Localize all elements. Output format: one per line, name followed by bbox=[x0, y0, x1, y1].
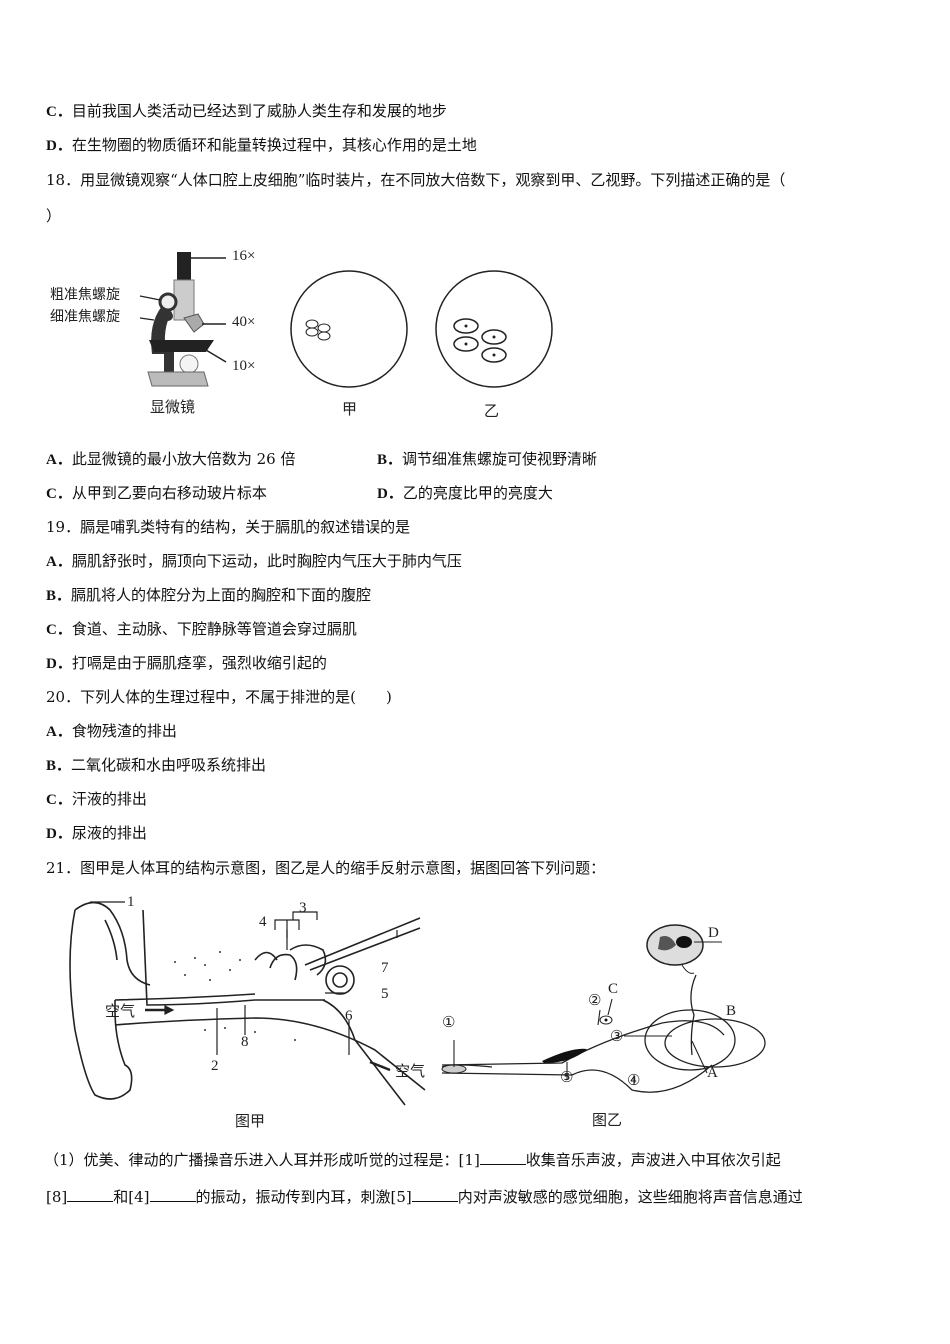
sub1-text: 收集音乐声波，声波进入中耳依次引起 bbox=[525, 1151, 781, 1169]
label-eyepiece: 16× bbox=[232, 248, 256, 264]
ear-label-8: 8 bbox=[241, 1034, 249, 1050]
q19-option-a: A．膈肌舒张时，膈顶向下运动，此时胸腔内气压大于肺内气压 bbox=[46, 551, 462, 572]
q19-option-d: D．打嗝是由于膈肌痉挛，强烈收缩引起的 bbox=[46, 653, 327, 674]
option-letter: C． bbox=[46, 486, 72, 502]
ear-label-1: 1 bbox=[127, 894, 135, 910]
option-text: 二氧化碳和水由呼吸系统排出 bbox=[71, 756, 267, 774]
q19-stem: 19．膈是哺乳类特有的结构，关于膈肌的叙述错误的是 bbox=[46, 518, 411, 536]
q17-option-c: C．目前我国人类活动已经达到了威胁人类生存和发展的地步 bbox=[46, 101, 447, 122]
option-letter: A． bbox=[46, 452, 72, 468]
option-text: 膈肌将人的体腔分为上面的胸腔和下面的腹腔 bbox=[71, 586, 372, 604]
reflex-label-4: ④ bbox=[627, 1073, 641, 1089]
q20-option-b: B．二氧化碳和水由呼吸系统排出 bbox=[46, 755, 266, 776]
sub1-text: 和[4] bbox=[113, 1188, 150, 1206]
ear-label-2: 2 bbox=[211, 1058, 219, 1074]
reflex-label-1: ① bbox=[442, 1015, 456, 1031]
q17-option-d: D．在生物圈的物质循环和能量转换过程中，其核心作用的是土地 bbox=[46, 135, 477, 156]
option-text: 食物残渣的排出 bbox=[71, 722, 177, 740]
option-text: 从甲到乙要向右移动玻片标本 bbox=[71, 484, 267, 502]
option-letter: D． bbox=[46, 656, 72, 672]
option-letter: B． bbox=[377, 452, 403, 468]
q20-option-a: A．食物残渣的排出 bbox=[46, 721, 177, 742]
q18-option-d: D．乙的亮度比甲的亮度大 bbox=[377, 483, 553, 504]
sub1-text: （1）优美、律动的广播操音乐进入人耳并形成听觉的过程是：[1] bbox=[44, 1151, 480, 1169]
option-text: 在生物圈的物质循环和能量转换过程中，其核心作用的是土地 bbox=[71, 136, 477, 154]
option-letter: B． bbox=[46, 758, 72, 774]
q18-figure: 16× 40× 10× 粗准焦螺旋 细准焦螺旋 显微镜 甲 乙 bbox=[44, 244, 559, 420]
option-text: 乙的亮度比甲的亮度大 bbox=[402, 484, 553, 502]
option-text: 调节细准焦螺旋可使视野清晰 bbox=[402, 450, 598, 468]
q20-stem: 20．下列人体的生理过程中，不属于排泄的是( ) bbox=[46, 688, 392, 706]
answer-blank-1[interactable] bbox=[479, 1150, 526, 1165]
sub1-text: 内对声波敏感的感觉细胞，这些细胞将声音信息通过 bbox=[457, 1188, 803, 1206]
ear-label-6: 6 bbox=[345, 1008, 353, 1024]
q18-stem-close: ） bbox=[46, 207, 62, 225]
caption-view-b: 乙 bbox=[484, 404, 500, 420]
reflex-label-B: B bbox=[726, 1003, 737, 1019]
q18-option-a: A．此显微镜的最小放大倍数为 26 倍 bbox=[46, 449, 295, 470]
ear-label-air-left: 空气 bbox=[105, 1004, 136, 1020]
answer-blank-5[interactable] bbox=[411, 1187, 458, 1202]
ear-diagram bbox=[69, 901, 426, 1106]
option-letter: B． bbox=[46, 588, 72, 604]
option-text: 膈肌舒张时，膈顶向下运动，此时胸腔内气压大于肺内气压 bbox=[71, 552, 462, 570]
option-text: 汗液的排出 bbox=[71, 790, 147, 808]
q19-option-c: C．食道、主动脉、下腔静脉等管道会穿过膈肌 bbox=[46, 619, 357, 640]
q21-stem: 21．图甲是人体耳的结构示意图，图乙是人的缩手反射示意图，据图回答下列问题： bbox=[46, 859, 606, 877]
caption-figure-a: 图甲 bbox=[235, 1114, 266, 1130]
answer-blank-4[interactable] bbox=[149, 1187, 196, 1202]
option-letter: C． bbox=[46, 622, 72, 638]
reflex-label-3: ③ bbox=[610, 1029, 624, 1045]
option-letter: A． bbox=[46, 724, 72, 740]
option-text: 此显微镜的最小放大倍数为 26 倍 bbox=[71, 450, 296, 468]
q19-option-b: B．膈肌将人的体腔分为上面的胸腔和下面的腹腔 bbox=[46, 585, 371, 606]
option-letter: D． bbox=[46, 826, 72, 842]
view-field-b bbox=[435, 270, 553, 388]
reflex-label-C: C bbox=[608, 981, 619, 997]
q20-option-d: D．尿液的排出 bbox=[46, 823, 147, 844]
q18-stem: 18．用显微镜观察“人体口腔上皮细胞”临时装片，在不同放大倍数下，观察到甲、乙视… bbox=[46, 171, 786, 189]
ear-structure-figure: 1 2 3 4 5 6 7 8 空气 空气 图甲 bbox=[55, 890, 430, 1135]
microscope-icon bbox=[139, 252, 227, 387]
reflex-label-5: ⑤ bbox=[560, 1070, 574, 1086]
reflex-diagram bbox=[441, 924, 766, 1093]
caption-figure-b: 图乙 bbox=[592, 1113, 623, 1129]
q20-option-c: C．汗液的排出 bbox=[46, 789, 147, 810]
option-text: 尿液的排出 bbox=[71, 824, 147, 842]
view-field-a bbox=[290, 270, 408, 388]
q21-sub1-line1: （1）优美、律动的广播操音乐进入人耳并形成听觉的过程是：[1] 收集音乐声波，声波… bbox=[44, 1150, 781, 1170]
ear-label-4: 4 bbox=[259, 914, 267, 930]
ear-label-air-right: 空气 bbox=[395, 1064, 426, 1080]
microscope-illustration bbox=[139, 252, 553, 388]
option-text: 打嗝是由于膈肌痉挛，强烈收缩引起的 bbox=[71, 654, 327, 672]
option-letter: D． bbox=[377, 486, 403, 502]
caption-view-a: 甲 bbox=[342, 402, 358, 418]
caption-microscope: 显微镜 bbox=[150, 400, 196, 416]
answer-blank-8[interactable] bbox=[67, 1187, 114, 1202]
label-objective-high: 40× bbox=[232, 314, 256, 330]
q21-sub1-line2: [8] 和[4] 的振动，振动传到内耳，刺激[5] 内对声波敏感的感觉细胞，这些细胞将… bbox=[46, 1187, 803, 1207]
sub1-text: 的振动，振动传到内耳，刺激[5] bbox=[195, 1188, 412, 1206]
sub1-text: [8] bbox=[46, 1188, 68, 1206]
option-text: 目前我国人类活动已经达到了威胁人类生存和发展的地步 bbox=[71, 102, 447, 120]
option-letter: A． bbox=[46, 554, 72, 570]
reflex-arc-figure: ① ② ③ ④ ⑤ A B C D 图乙 bbox=[432, 915, 772, 1135]
q18-option-b: B．调节细准焦螺旋可使视野清晰 bbox=[377, 449, 597, 470]
label-fine-focus: 细准焦螺旋 bbox=[50, 310, 120, 325]
ear-label-7: 7 bbox=[381, 960, 389, 976]
reflex-label-A: A bbox=[707, 1065, 718, 1081]
label-coarse-focus: 粗准焦螺旋 bbox=[50, 288, 120, 303]
option-letter: C． bbox=[46, 104, 72, 120]
option-text: 食道、主动脉、下腔静脉等管道会穿过膈肌 bbox=[71, 620, 357, 638]
ear-label-5: 5 bbox=[381, 986, 389, 1002]
reflex-label-2: ② bbox=[588, 993, 602, 1009]
ear-label-3: 3 bbox=[299, 900, 307, 916]
brain-icon bbox=[646, 924, 704, 974]
option-letter: C． bbox=[46, 792, 72, 808]
reflex-label-D: D bbox=[708, 925, 719, 941]
label-objective-low: 10× bbox=[232, 358, 256, 374]
q18-option-c: C．从甲到乙要向右移动玻片标本 bbox=[46, 483, 267, 504]
option-letter: D． bbox=[46, 138, 72, 154]
